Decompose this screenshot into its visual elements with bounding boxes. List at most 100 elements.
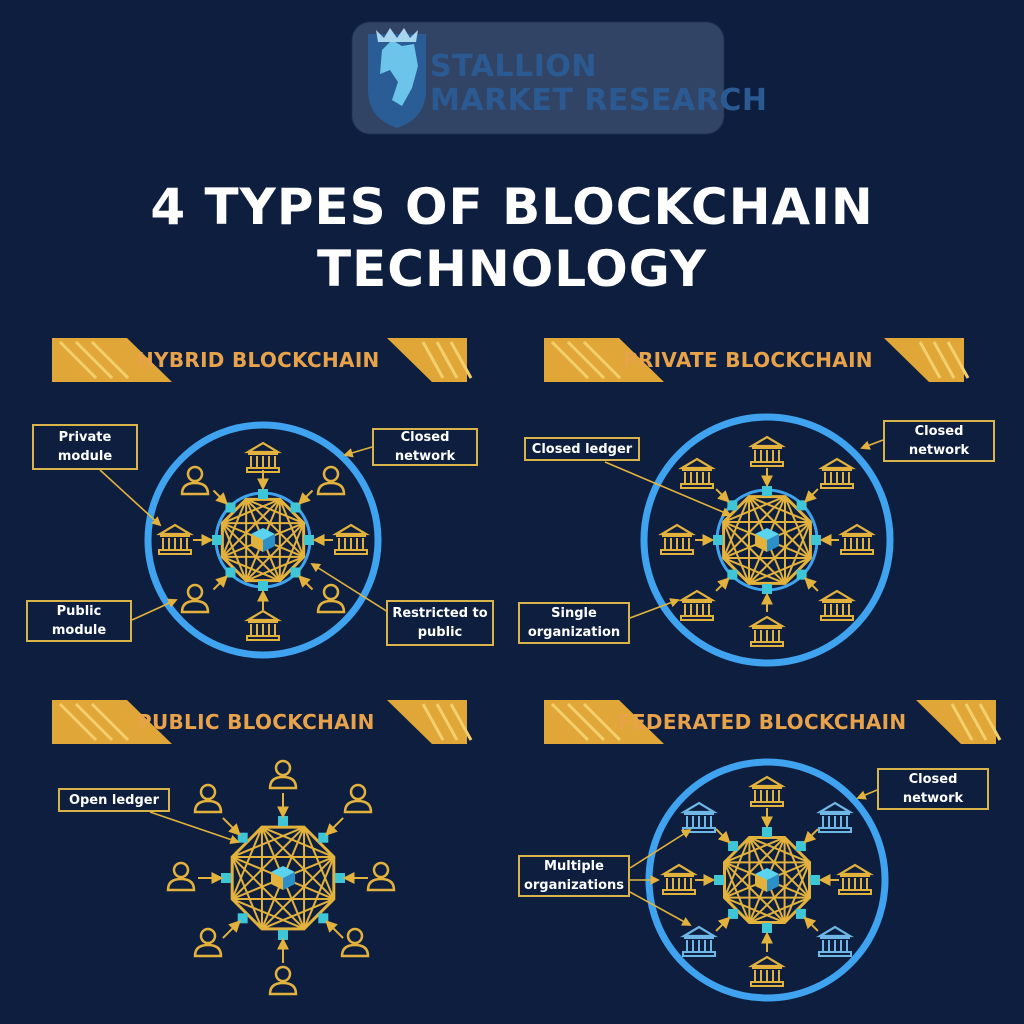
network-node bbox=[728, 908, 739, 919]
arrow bbox=[604, 461, 732, 517]
logo-line-2: MARKET RESEARCH bbox=[430, 83, 768, 118]
network-node bbox=[237, 832, 248, 843]
network-node bbox=[212, 535, 222, 545]
network-node bbox=[762, 486, 772, 496]
banner-federated: FEDERATED BLOCKCHAIN bbox=[618, 710, 907, 734]
bank-icon bbox=[678, 457, 716, 489]
callout-single-organization: Single organization bbox=[518, 602, 630, 644]
bank-icon bbox=[818, 589, 856, 621]
bank-icon bbox=[658, 523, 696, 555]
bank-icon bbox=[818, 457, 856, 489]
network-node bbox=[221, 873, 231, 883]
bank-icon bbox=[680, 925, 718, 957]
network-node bbox=[796, 500, 807, 511]
blockchain-network bbox=[212, 489, 314, 591]
cube-icon bbox=[271, 866, 295, 890]
banner-hybrid: HYBRID BLOCKCHAIN bbox=[137, 348, 380, 372]
user-icon bbox=[268, 965, 298, 996]
arrow bbox=[298, 489, 314, 505]
bank-icon bbox=[836, 863, 874, 895]
arrow bbox=[715, 577, 730, 592]
callout-private-closed-network: Closed network bbox=[883, 420, 995, 462]
logo-text: STALLION MARKET RESEARCH bbox=[430, 50, 767, 118]
bank-icon bbox=[680, 801, 718, 833]
arrow bbox=[629, 891, 692, 926]
arrow bbox=[212, 489, 228, 505]
user-icon bbox=[268, 759, 298, 790]
network-node bbox=[278, 816, 288, 826]
network-node bbox=[795, 908, 806, 919]
arrow bbox=[149, 811, 240, 845]
arrow bbox=[99, 469, 162, 527]
network-ring bbox=[144, 421, 382, 659]
cube-icon bbox=[755, 868, 779, 892]
network-node bbox=[278, 930, 288, 940]
user-icon bbox=[366, 861, 396, 892]
bank-icon bbox=[332, 523, 370, 555]
network-node bbox=[728, 841, 739, 852]
network-node bbox=[713, 535, 723, 545]
banner-public: PUBLIC BLOCKCHAIN bbox=[137, 710, 375, 734]
arrow bbox=[715, 916, 731, 932]
page-title: 4 TYPES OF BLOCKCHAIN TECHNOLOGY bbox=[0, 176, 1024, 300]
arrow bbox=[856, 789, 878, 800]
network-node bbox=[258, 489, 268, 499]
arrow bbox=[222, 920, 241, 939]
bank-icon bbox=[748, 435, 786, 467]
callout-private-module: Private module bbox=[32, 424, 138, 470]
banner-ribbon bbox=[52, 700, 473, 744]
arrow bbox=[715, 828, 731, 844]
network-node bbox=[727, 569, 738, 580]
user-icon bbox=[316, 465, 346, 496]
arrow bbox=[212, 575, 228, 591]
blockchain-network bbox=[713, 486, 821, 594]
bank-icon bbox=[660, 863, 698, 895]
network-node bbox=[796, 569, 807, 580]
cube-icon bbox=[251, 528, 275, 552]
network-node bbox=[811, 535, 821, 545]
logo-line-1: STALLION bbox=[430, 49, 597, 84]
horse-shield-icon bbox=[368, 28, 426, 128]
callout-federated-closed-network: Closed network bbox=[877, 768, 989, 810]
user-icon bbox=[180, 465, 210, 496]
arrow bbox=[310, 562, 389, 613]
network-node bbox=[810, 875, 820, 885]
callout-multiple-organizations: Multiple organizations bbox=[518, 855, 630, 897]
network-node bbox=[795, 841, 806, 852]
arrow bbox=[343, 446, 373, 458]
arrow bbox=[298, 575, 314, 591]
arrow bbox=[804, 577, 819, 592]
bank-icon bbox=[244, 441, 282, 473]
network-node bbox=[318, 832, 329, 843]
bank-icon bbox=[816, 925, 854, 957]
blockchain-network bbox=[714, 827, 820, 933]
network-node bbox=[258, 581, 268, 591]
bank-icon bbox=[678, 589, 716, 621]
network-ring bbox=[640, 413, 894, 667]
arrow bbox=[131, 598, 178, 621]
user-icon bbox=[340, 927, 370, 958]
bank-icon bbox=[748, 615, 786, 647]
network-node bbox=[290, 567, 301, 578]
network-node bbox=[714, 875, 724, 885]
bank-icon bbox=[838, 523, 876, 555]
arrow bbox=[803, 828, 819, 844]
arrow bbox=[803, 916, 819, 932]
arrow bbox=[629, 598, 680, 619]
user-icon bbox=[316, 583, 346, 614]
arrow bbox=[715, 488, 730, 503]
arrow bbox=[860, 439, 884, 450]
user-icon bbox=[343, 783, 373, 814]
callout-closed-ledger: Closed ledger bbox=[524, 437, 640, 461]
banner-ribbon bbox=[544, 700, 1002, 744]
network-node bbox=[225, 567, 236, 578]
callout-public-module: Public module bbox=[26, 600, 132, 642]
bank-icon bbox=[156, 523, 194, 555]
cube-icon bbox=[755, 528, 779, 552]
network-node bbox=[290, 502, 301, 513]
title-line-2: TECHNOLOGY bbox=[317, 240, 707, 298]
banner-private: PRIVATE BLOCKCHAIN bbox=[623, 348, 873, 372]
bank-icon bbox=[816, 801, 854, 833]
callout-hybrid-closed-network: Closed network bbox=[372, 428, 478, 466]
